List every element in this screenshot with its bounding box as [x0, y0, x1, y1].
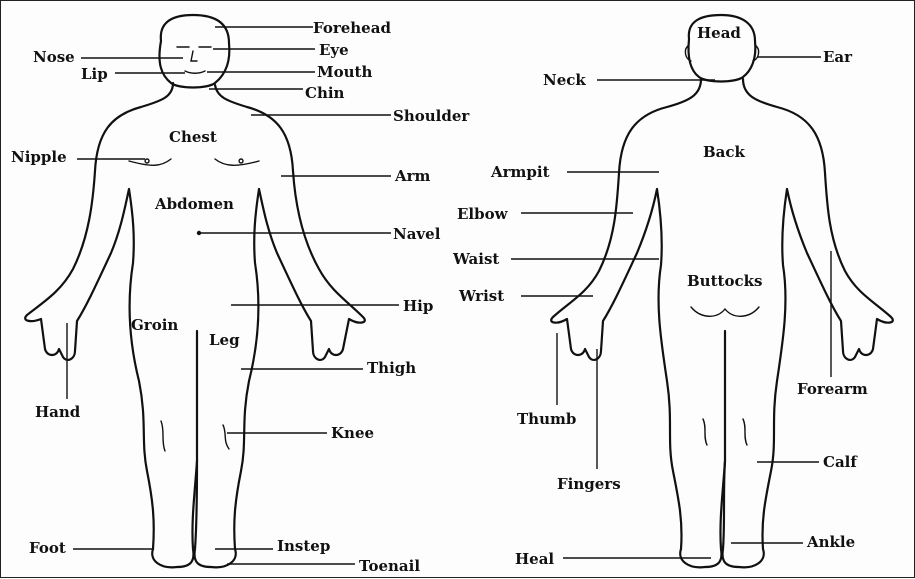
front-nose	[191, 51, 197, 61]
label-eye: Eye	[319, 41, 349, 59]
front-navel-mark	[197, 231, 201, 235]
label-calf: Calf	[823, 453, 858, 471]
label-neck: Neck	[543, 71, 586, 89]
label-leg: Leg	[209, 331, 240, 349]
front-leader-lines	[67, 27, 399, 564]
label-shoulder: Shoulder	[393, 107, 470, 125]
label-foot: Foot	[29, 539, 66, 557]
label-knee: Knee	[331, 424, 374, 442]
label-elbow: Elbow	[457, 205, 509, 223]
label-mouth: Mouth	[317, 63, 372, 81]
label-head: Head	[697, 24, 741, 42]
label-back: Back	[703, 143, 746, 161]
back-body-right	[723, 79, 893, 567]
label-armpit: Armpit	[490, 163, 550, 181]
label-heal: Heal	[515, 550, 554, 568]
label-waist: Waist	[452, 250, 499, 268]
label-navel: Navel	[393, 225, 441, 243]
label-nipple: Nipple	[11, 148, 67, 166]
back-ears	[685, 45, 758, 61]
label-lip: Lip	[81, 65, 108, 83]
label-instep: Instep	[277, 537, 330, 555]
label-forearm: Forearm	[797, 380, 868, 398]
label-arm: Arm	[394, 167, 431, 185]
label-abdomen: Abdomen	[154, 195, 234, 213]
front-knee-marks	[161, 421, 229, 451]
label-thigh: Thigh	[367, 359, 416, 377]
label-nose: Nose	[33, 48, 75, 66]
label-chin: Chin	[305, 84, 345, 102]
label-ear: Ear	[823, 48, 853, 66]
label-groin: Groin	[131, 316, 178, 334]
back-buttocks-line	[691, 307, 759, 316]
label-buttocks: Buttocks	[687, 272, 762, 290]
back-body-left	[551, 79, 725, 567]
label-hand: Hand	[35, 403, 81, 421]
label-ankle: Ankle	[806, 533, 855, 551]
label-forehead: Forehead	[313, 19, 391, 37]
label-toenail: Toenail	[359, 557, 420, 575]
front-head-outline	[159, 15, 229, 88]
label-chest: Chest	[169, 128, 217, 146]
label-thumb: Thumb	[517, 410, 576, 428]
label-hip: Hip	[403, 297, 433, 315]
front-body-right	[195, 85, 365, 567]
front-mouth	[185, 71, 205, 73]
label-fingers: Fingers	[557, 475, 621, 493]
label-wrist: Wrist	[458, 287, 504, 305]
front-nipples	[145, 159, 243, 163]
